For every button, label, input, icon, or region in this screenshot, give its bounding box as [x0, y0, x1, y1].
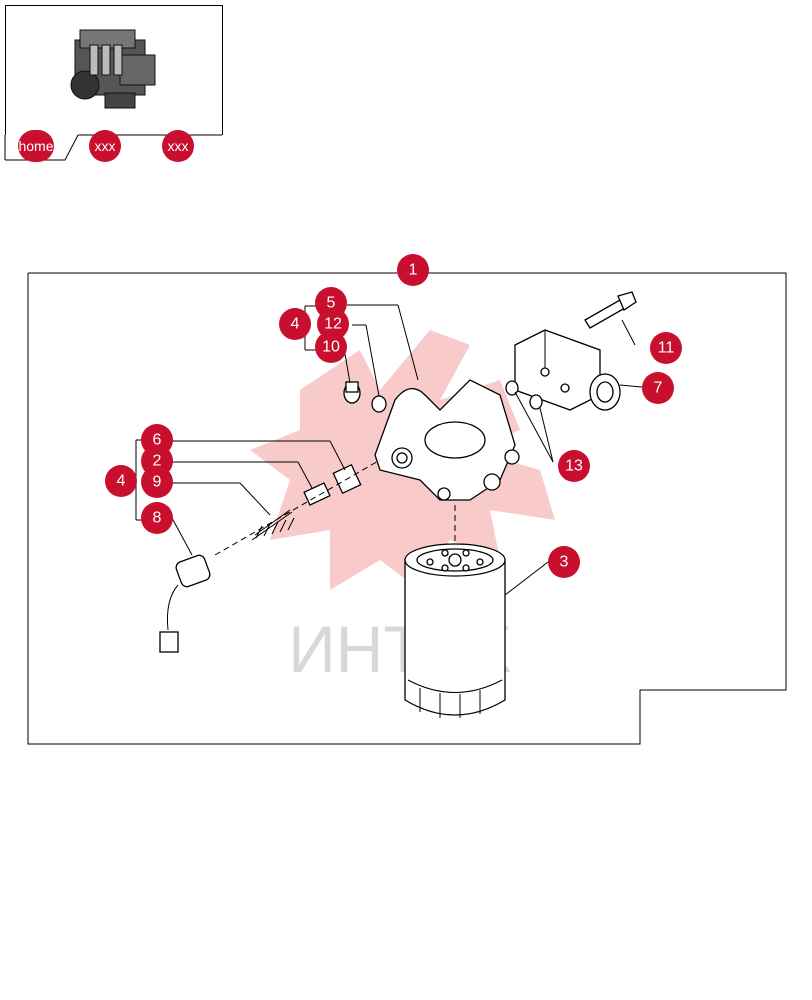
svg-text:2: 2	[153, 453, 162, 470]
svg-text:7: 7	[654, 380, 663, 397]
svg-text:9: 9	[153, 474, 162, 491]
engine-thumbnail-icon[interactable]	[60, 15, 170, 125]
adapter-block-part[interactable]	[514, 329, 621, 411]
callout-3[interactable]: 3	[548, 546, 580, 578]
svg-text:8: 8	[153, 510, 162, 527]
svg-text:6: 6	[153, 432, 162, 449]
nav-link-1[interactable]: xxx	[89, 130, 121, 162]
svg-text:4: 4	[291, 316, 300, 333]
svg-text:11: 11	[658, 340, 675, 357]
svg-text:13: 13	[565, 458, 583, 475]
callout-7[interactable]: 7	[642, 372, 674, 404]
callout-11[interactable]: 11	[650, 332, 682, 364]
callout-10[interactable]: 10	[315, 331, 347, 363]
svg-text:3: 3	[560, 554, 569, 571]
callout-4-left[interactable]: 4	[105, 465, 137, 497]
callout-12[interactable]: 12	[317, 308, 349, 340]
engine-thumbnail-frame	[5, 5, 223, 135]
svg-text:4: 4	[117, 473, 126, 490]
svg-text:10: 10	[322, 339, 340, 356]
callout-4-top[interactable]: 4	[279, 308, 311, 340]
callout-1[interactable]: 1	[397, 254, 429, 286]
home-button[interactable]: home	[18, 130, 54, 162]
svg-text:1: 1	[409, 262, 418, 279]
callout-9[interactable]: 9	[141, 466, 173, 498]
filter-head-part[interactable]	[374, 379, 520, 501]
nav-link-2[interactable]: xxx	[162, 130, 194, 162]
svg-text:5: 5	[327, 295, 336, 312]
assembly-boundary	[27, 272, 787, 745]
svg-text:12: 12	[324, 316, 342, 333]
bolt-part[interactable]	[584, 291, 637, 329]
callout-13[interactable]: 13	[558, 450, 590, 482]
o-ring-parts[interactable]	[505, 380, 543, 410]
callout-8[interactable]: 8	[141, 502, 173, 534]
oil-filter-part[interactable]	[404, 543, 506, 718]
